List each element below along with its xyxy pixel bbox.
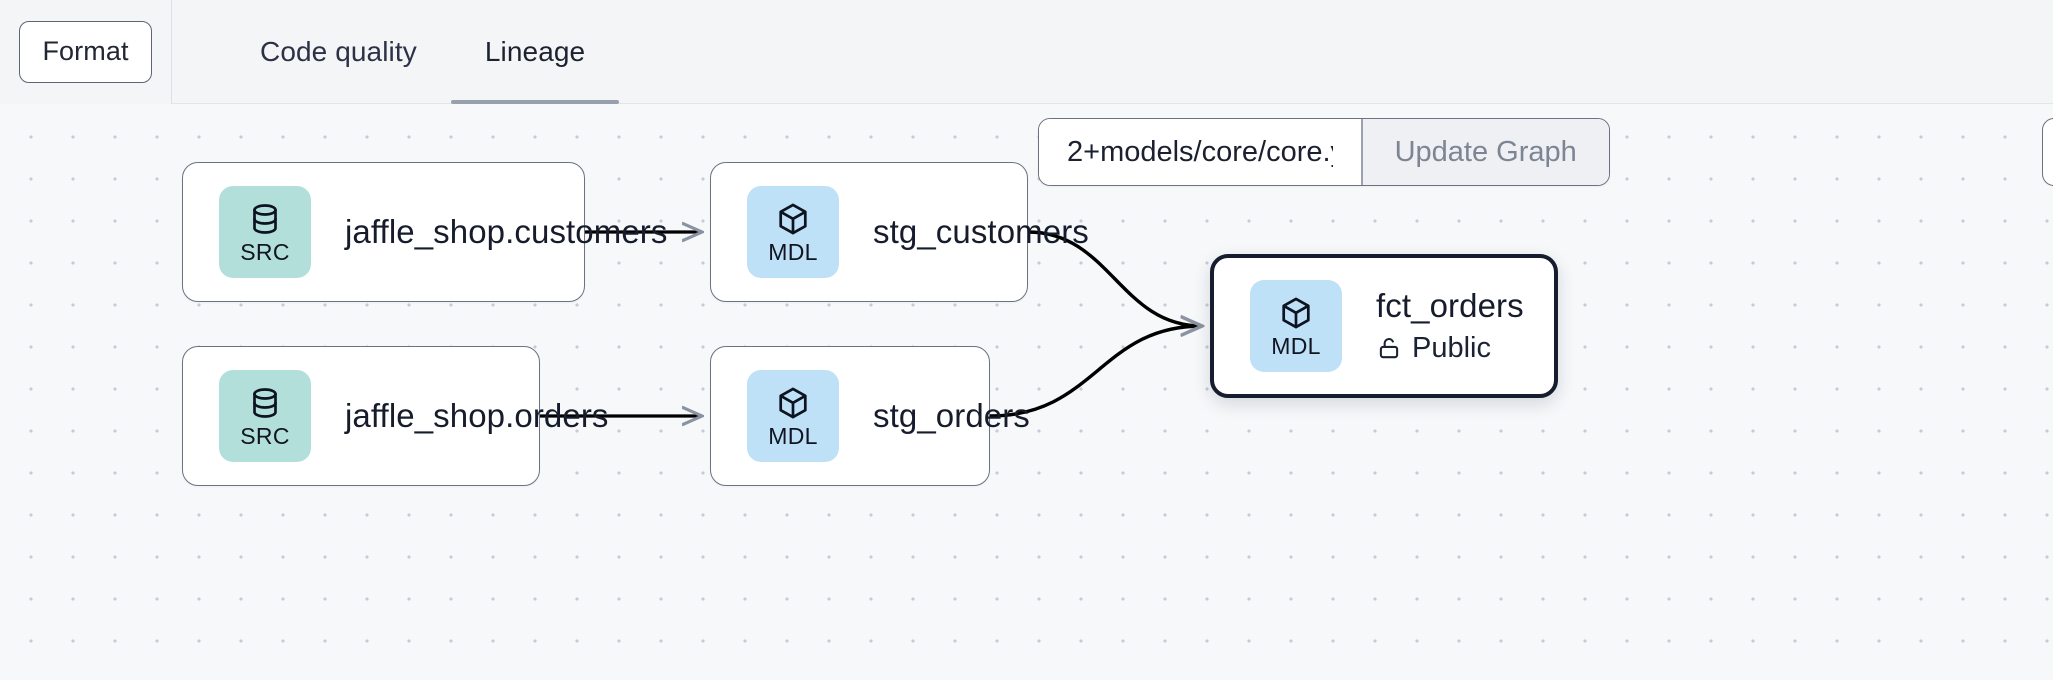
badge-label: SRC — [240, 238, 290, 265]
node-title: jaffle_shop.orders — [345, 396, 609, 434]
node-body: stg_customers — [873, 212, 1089, 252]
node-title: jaffle_shop.customers — [345, 212, 668, 250]
node-title: fct_orders — [1376, 287, 1524, 325]
node-title: stg_orders — [873, 396, 1030, 434]
source-badge: SRC — [219, 186, 311, 278]
graph-selector-group: Update Graph — [1038, 118, 1610, 186]
lineage-node-jaffle-shop-customers[interactable]: SRC jaffle_shop.customers — [182, 162, 668, 302]
lineage-canvas[interactable]: SRC jaffle_shop.customers MDL stg_custom… — [0, 104, 2053, 680]
model-badge: MDL — [747, 370, 839, 462]
badge-label: MDL — [768, 238, 818, 265]
cube-icon — [1282, 297, 1310, 328]
update-graph-button[interactable]: Update Graph — [1362, 119, 1609, 185]
unlock-icon — [1379, 338, 1399, 359]
format-button-zone: Format — [0, 0, 172, 104]
model-badge: MDL — [747, 186, 839, 278]
graph-selector-input[interactable] — [1039, 119, 1361, 185]
tab-lineage[interactable]: Lineage — [450, 0, 620, 104]
cube-icon — [779, 387, 807, 418]
badge-label: SRC — [240, 422, 290, 449]
node-body: jaffle_shop.orders — [345, 396, 609, 436]
tab-bar: Code quality Lineage — [172, 0, 2053, 104]
badge-label: MDL — [768, 422, 818, 449]
model-badge: MDL — [1250, 280, 1342, 372]
node-body: stg_orders — [873, 396, 1030, 436]
top-toolbar: Format Code quality Lineage — [0, 0, 2053, 104]
lineage-node-stg-customers[interactable]: MDL stg_customers — [710, 162, 1089, 302]
format-button[interactable]: Format — [19, 20, 152, 83]
visibility-label: Public — [1412, 331, 1491, 364]
badge-label: MDL — [1271, 332, 1321, 359]
node-title: stg_customers — [873, 212, 1089, 250]
node-visibility: Public — [1376, 332, 1524, 365]
node-body: fct_orders Public — [1376, 287, 1524, 365]
tab-code-quality[interactable]: Code quality — [260, 35, 417, 67]
selector-divider — [1361, 119, 1363, 185]
database-icon — [253, 387, 277, 418]
lineage-node-fct-orders[interactable]: MDL fct_orders Public — [1210, 254, 1558, 398]
cube-icon — [779, 203, 807, 234]
node-body: jaffle_shop.customers — [345, 212, 668, 252]
database-icon — [253, 203, 277, 234]
clipped-toolbar-control[interactable] — [2042, 118, 2053, 186]
lineage-node-stg-orders[interactable]: MDL stg_orders — [710, 346, 1030, 486]
lineage-node-jaffle-shop-orders[interactable]: SRC jaffle_shop.orders — [182, 346, 609, 486]
source-badge: SRC — [219, 370, 311, 462]
